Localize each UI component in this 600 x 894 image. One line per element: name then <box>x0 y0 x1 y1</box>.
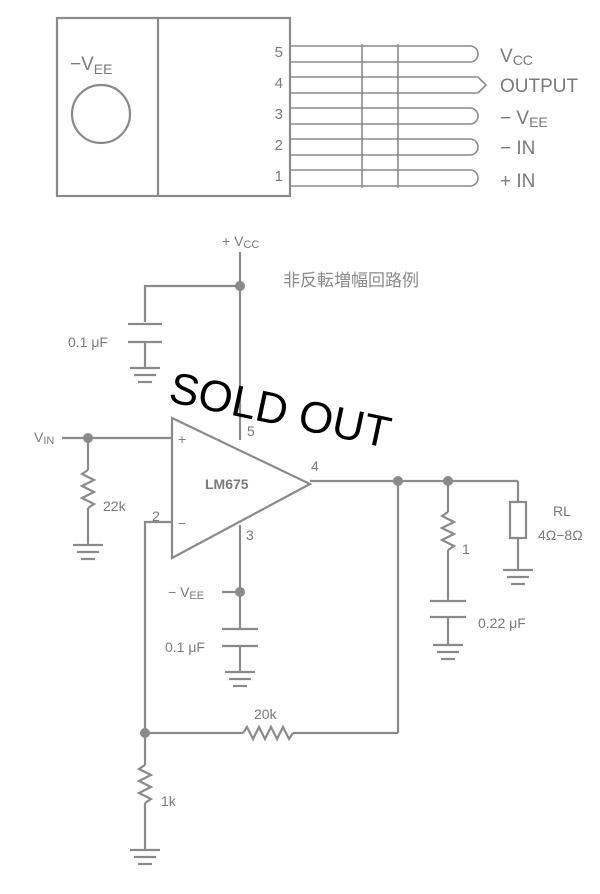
r-zobel-label: 1 <box>462 541 470 557</box>
pin-number-3: 3 <box>275 106 283 123</box>
pin-label-1: + IN <box>500 171 535 192</box>
vee-rail <box>222 525 258 672</box>
circuit-title: 非反転増幅回路例 <box>283 271 419 290</box>
vin-label: VIN <box>34 429 54 447</box>
pin-label-3: − VEE <box>500 108 548 130</box>
load-value: 4Ω−8Ω <box>538 527 583 543</box>
load-name: RL <box>553 503 571 519</box>
pin2-label: 2 <box>152 508 160 524</box>
capacitor-top <box>128 322 162 368</box>
ground-icon <box>503 568 533 586</box>
mounting-hole-icon <box>70 83 132 145</box>
r-feedback-label: 20k <box>254 706 278 722</box>
feedback-network <box>136 520 398 850</box>
opamp-plus: + <box>178 431 186 447</box>
output-wire <box>310 476 528 733</box>
r-in-label: 22k <box>103 498 127 514</box>
opamp-name: LM675 <box>205 476 249 492</box>
load-resistor <box>508 500 528 540</box>
ground-icon <box>433 643 463 661</box>
lead-2 <box>290 138 479 156</box>
input-wire <box>62 433 172 545</box>
package-pinout: −VEE 5 4 3 2 1 VCC OUTPUT − VEE − IN + I… <box>55 16 579 198</box>
pin-label-4: OUTPUT <box>500 76 579 97</box>
vcc-rail <box>143 252 245 440</box>
vee-label: − VEE <box>168 584 204 602</box>
pin-leads <box>290 44 488 188</box>
ground-icon <box>225 670 255 688</box>
cap-bottom-label: 0.1 μF <box>165 639 205 655</box>
ground-icon <box>130 366 160 384</box>
opamp-triangle <box>170 416 313 560</box>
pin-number-5: 5 <box>275 44 283 61</box>
ground-icon <box>73 543 103 561</box>
cap-top-label: 0.1 μF <box>68 334 108 350</box>
lead-5 <box>290 45 479 63</box>
vcc-label: + VCC <box>222 233 259 251</box>
pin-label-2: − IN <box>500 138 535 159</box>
opamp-minus: − <box>178 515 186 531</box>
cap-out-label: 0.22 μF <box>478 615 526 631</box>
lead-1 <box>290 169 479 187</box>
pin-number-1: 1 <box>275 168 283 185</box>
ground-icon <box>130 848 160 866</box>
pin-number-4: 4 <box>275 75 283 92</box>
lead-3 <box>290 107 479 125</box>
pin4-label: 4 <box>311 458 319 474</box>
lead-4 <box>290 76 488 94</box>
package-body <box>55 16 292 198</box>
pin5-label: 5 <box>247 423 255 439</box>
pin3-label: 3 <box>246 527 254 543</box>
sold-out-stamp: SOLD OUT <box>165 363 395 458</box>
r-ground-label: 1k <box>161 793 177 809</box>
tab-label: −VEE <box>70 54 112 77</box>
pin-number-2: 2 <box>275 137 283 154</box>
pin-label-5: VCC <box>500 46 533 68</box>
